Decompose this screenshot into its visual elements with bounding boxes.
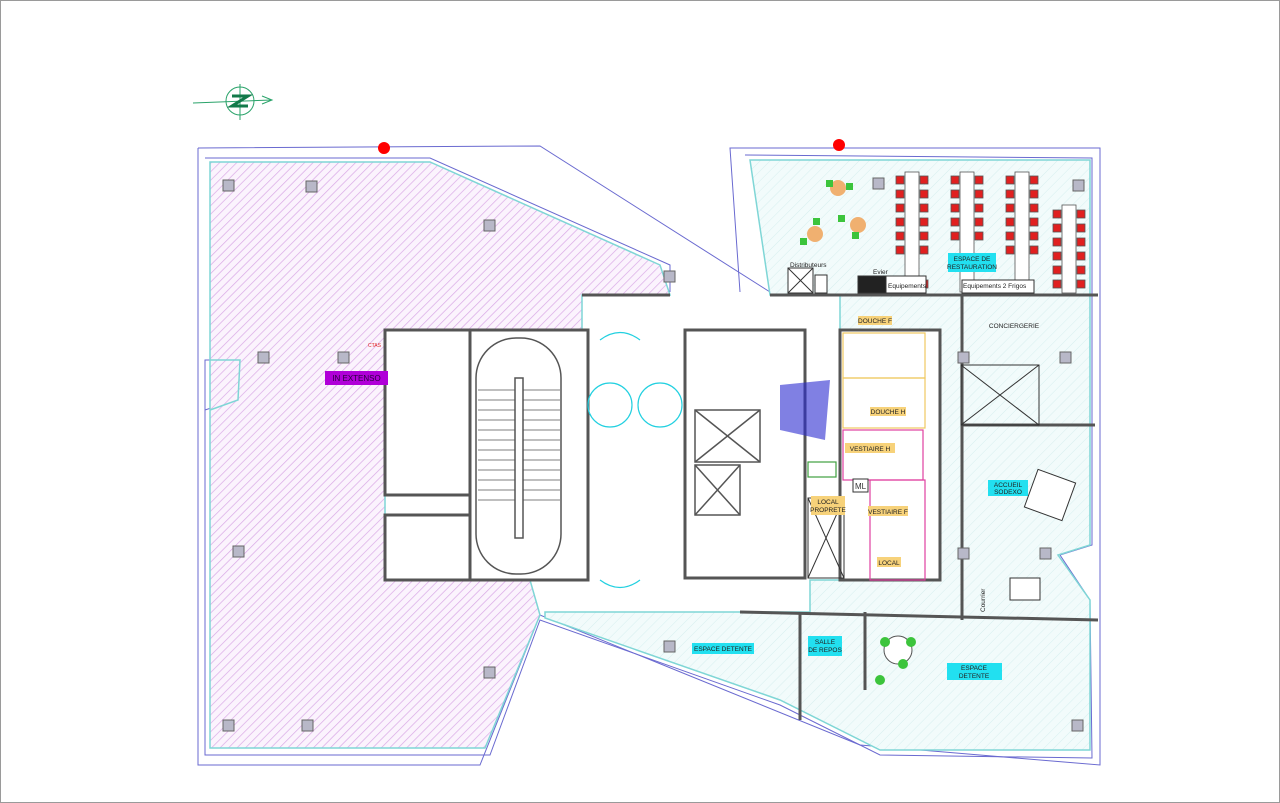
label-accueil: ACCUEIL SODEXO: [988, 480, 1028, 496]
room-label: PROPRETE: [810, 507, 846, 514]
room-label: VESTIAIRE F: [868, 509, 908, 516]
label-salle-repos: SALLE DE REPOS: [808, 636, 842, 656]
room-label: ESPACE DE: [954, 256, 991, 263]
label-espace-detente-left: ESPACE DETENTE: [692, 643, 754, 654]
room-label: DE REPOS: [808, 647, 842, 654]
room-label: ESPACE DETENTE: [694, 646, 753, 653]
sanitary-outlines: [807, 332, 926, 581]
label-espace-detente-right: ESPACE DETENTE: [947, 663, 1002, 680]
room-label: ACCUEIL: [994, 482, 1023, 489]
label-douche-h: DOUCHE H: [870, 407, 906, 416]
label-vestiaire-h: VESTIAIRE H: [845, 443, 895, 453]
elevators: [694, 380, 830, 516]
label-restauration: ESPACE DE RESTAURATION: [947, 253, 997, 272]
label-local: LOCAL: [877, 557, 901, 567]
room-label: ML: [855, 482, 867, 491]
north-arrow-icon: [192, 84, 274, 120]
marker-dot: [833, 139, 845, 151]
room-label: IN EXTENSO: [332, 374, 380, 383]
room-label: CTAS: [368, 343, 382, 349]
label-vestiaire-f: VESTIAIRE F: [868, 506, 908, 516]
room-label: Equipements 2 Frigos: [963, 283, 1027, 290]
room-label: DETENTE: [959, 673, 990, 680]
room-label: SODEXO: [994, 489, 1022, 496]
room-label: DOUCHE H: [871, 409, 906, 416]
label-ml: ML: [852, 478, 869, 493]
room-label: ESPACE: [961, 665, 988, 672]
stairwell: [475, 337, 562, 575]
room-label: RESTAURATION: [947, 264, 997, 271]
lobby-doors: [587, 331, 683, 589]
round-tables: [800, 180, 916, 685]
label-douche-f: DOUCHE F: [858, 316, 892, 325]
room-label: LOCAL: [817, 499, 839, 506]
room-label: Evier: [873, 269, 889, 276]
room-label: Distributeurs: [790, 262, 827, 269]
room-label: VESTIAIRE H: [850, 446, 891, 453]
core-walls: [383, 293, 1099, 720]
equipment-blocks: [787, 267, 1077, 601]
label-local-proprete: LOCAL PROPRETE: [810, 496, 847, 515]
room-label: SALLE: [815, 639, 836, 646]
room-label: CONCIERGERIE: [989, 323, 1040, 330]
room-label: DOUCHE F: [858, 318, 892, 325]
services-zone: [544, 159, 1091, 751]
room-label: LOCAL: [878, 560, 900, 567]
marker-dot: [378, 142, 390, 154]
room-label: Equipements: [888, 283, 927, 290]
room-label: Courrier: [980, 588, 987, 612]
in-extenso-zone: [209, 161, 672, 749]
label-in-extenso: IN EXTENSO: [325, 371, 388, 385]
columns: [222, 177, 1085, 732]
